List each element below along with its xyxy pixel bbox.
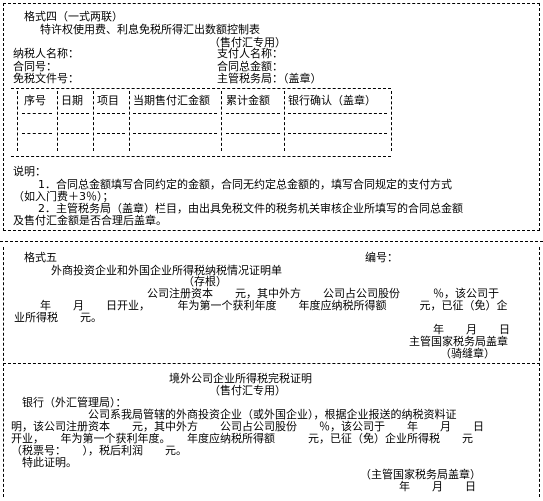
table-row-rule-2b bbox=[61, 133, 89, 134]
form4-label: 格式四（一式两联） bbox=[24, 10, 123, 23]
table-row-rule-1b bbox=[61, 113, 89, 114]
col-divider-1 bbox=[57, 91, 58, 151]
table-row-rule-2d bbox=[133, 133, 217, 134]
table-row-rule-2e bbox=[226, 133, 280, 134]
table-bottom-rule bbox=[11, 156, 391, 157]
note2-line1: 2．主管税务局（盖章）栏目，由出具免税文件的税务机关审核企业所填写的合同总金额 bbox=[38, 202, 463, 215]
col-header-date: 日期 bbox=[61, 94, 83, 107]
col-divider-3 bbox=[129, 91, 130, 151]
form5-seam-stamp: （骑缝章） bbox=[440, 347, 495, 360]
form6-body-line3: 开业， 年为第一个获利年度。 年度应纳税所得额 元，已征（免）企业所得税 元 bbox=[11, 432, 473, 445]
table-row-rule-2 bbox=[22, 133, 52, 134]
form6-title: 境外公司企业所得税完税证明 bbox=[169, 372, 312, 385]
section-separator bbox=[0, 241, 543, 242]
col-header-cumulative: 累计金额 bbox=[226, 94, 270, 107]
form5-stamp: 主管国家税务局盖章 bbox=[409, 335, 508, 348]
form6-body-line4: （税票号： ），税后利润 元。 bbox=[11, 444, 187, 457]
table-row-rule-1f bbox=[288, 113, 387, 114]
table-row-rule-1e bbox=[226, 113, 280, 114]
form4-title: 特许权使用费、利息免税所得汇出数额控制表 bbox=[40, 23, 260, 36]
table-row-rule-2c bbox=[97, 133, 125, 134]
col-header-current-amount: 当期售付汇金额 bbox=[133, 94, 210, 107]
form6-body-line2: 明，该公司注册资本 元，其中外方 公司占公司股份 ％，该公司于 年 月 日 bbox=[11, 420, 484, 433]
form5-left-border bbox=[3, 247, 4, 497]
form5-title: 外商投资企业和外国企业所得税纳税情况证明单 bbox=[51, 264, 282, 277]
table-row-rule-1d bbox=[133, 113, 217, 114]
table-row-rule-1c bbox=[97, 113, 125, 114]
form4-frame bbox=[3, 3, 540, 231]
col-header-seq: 序号 bbox=[24, 94, 46, 107]
contract-total-label: 合同总金额： bbox=[217, 60, 283, 73]
form5-label: 格式五 bbox=[24, 251, 57, 264]
form6-bank: 银行（外汇管理局）： bbox=[22, 396, 127, 409]
table-top-rule bbox=[11, 88, 391, 89]
form4-subtitle: （售付汇专用） bbox=[209, 36, 286, 49]
form5-body-line1: 公司注册资本 元，其中外方 公司占公司股份 ％，该公司于 bbox=[147, 287, 499, 300]
payer-name-label: 支付人名称： bbox=[217, 47, 283, 60]
col-header-item: 项目 bbox=[97, 94, 119, 107]
table-row-rule-1 bbox=[22, 113, 52, 114]
note1-line2: （如入门费＋3％）； bbox=[13, 190, 114, 203]
form6-subtitle: （售付汇专用） bbox=[209, 384, 286, 397]
form5-subtitle: （存根） bbox=[183, 275, 227, 288]
col-divider-4 bbox=[221, 91, 222, 151]
stub-separator bbox=[3, 363, 540, 364]
form6-stamp: （主管国家税务局盖章） bbox=[360, 468, 481, 481]
notes-title: 说明： bbox=[13, 165, 46, 178]
table-right-border bbox=[391, 91, 392, 151]
form5-date: 年 月 日 bbox=[433, 323, 510, 336]
col-header-bank-confirm: 银行确认（盖章） bbox=[288, 94, 376, 107]
taxpayer-name-label: 纳税人名称： bbox=[13, 47, 79, 60]
table-row-rule-2f bbox=[288, 133, 387, 134]
form5-serial: 编号： bbox=[365, 251, 398, 264]
form5-body-line3: 业所得税 元。 bbox=[14, 311, 102, 324]
form6-date: 年 月 日 bbox=[399, 480, 476, 493]
table-left-border bbox=[17, 91, 18, 151]
form6-body-line1: 公司系我局管辖的外商投资企业（或外国企业），根据企业报送的纳税资料证 bbox=[88, 408, 457, 421]
tax-bureau-label: 主管税务局：（盖章） bbox=[217, 72, 322, 85]
form5-body-line2: 年 月 日开业， 年为第一个获利年度 年度应纳税所得额 元，已征（免）企 bbox=[40, 299, 508, 312]
form6-body-line5: 特此证明。 bbox=[22, 456, 77, 469]
contract-no-label: 合同号： bbox=[13, 60, 57, 73]
note2-line2: 及售付汇金额是否合理后盖章。 bbox=[13, 214, 167, 227]
col-divider-2 bbox=[93, 91, 94, 151]
exempt-doc-no-label: 免税文件号： bbox=[13, 72, 79, 85]
note1-line1: 1．合同总金额填写合同约定的金额，合同无约定总金额的，填写合同规定的支付方式 bbox=[38, 178, 452, 191]
form5-right-border bbox=[539, 247, 540, 497]
col-divider-5 bbox=[284, 91, 285, 151]
